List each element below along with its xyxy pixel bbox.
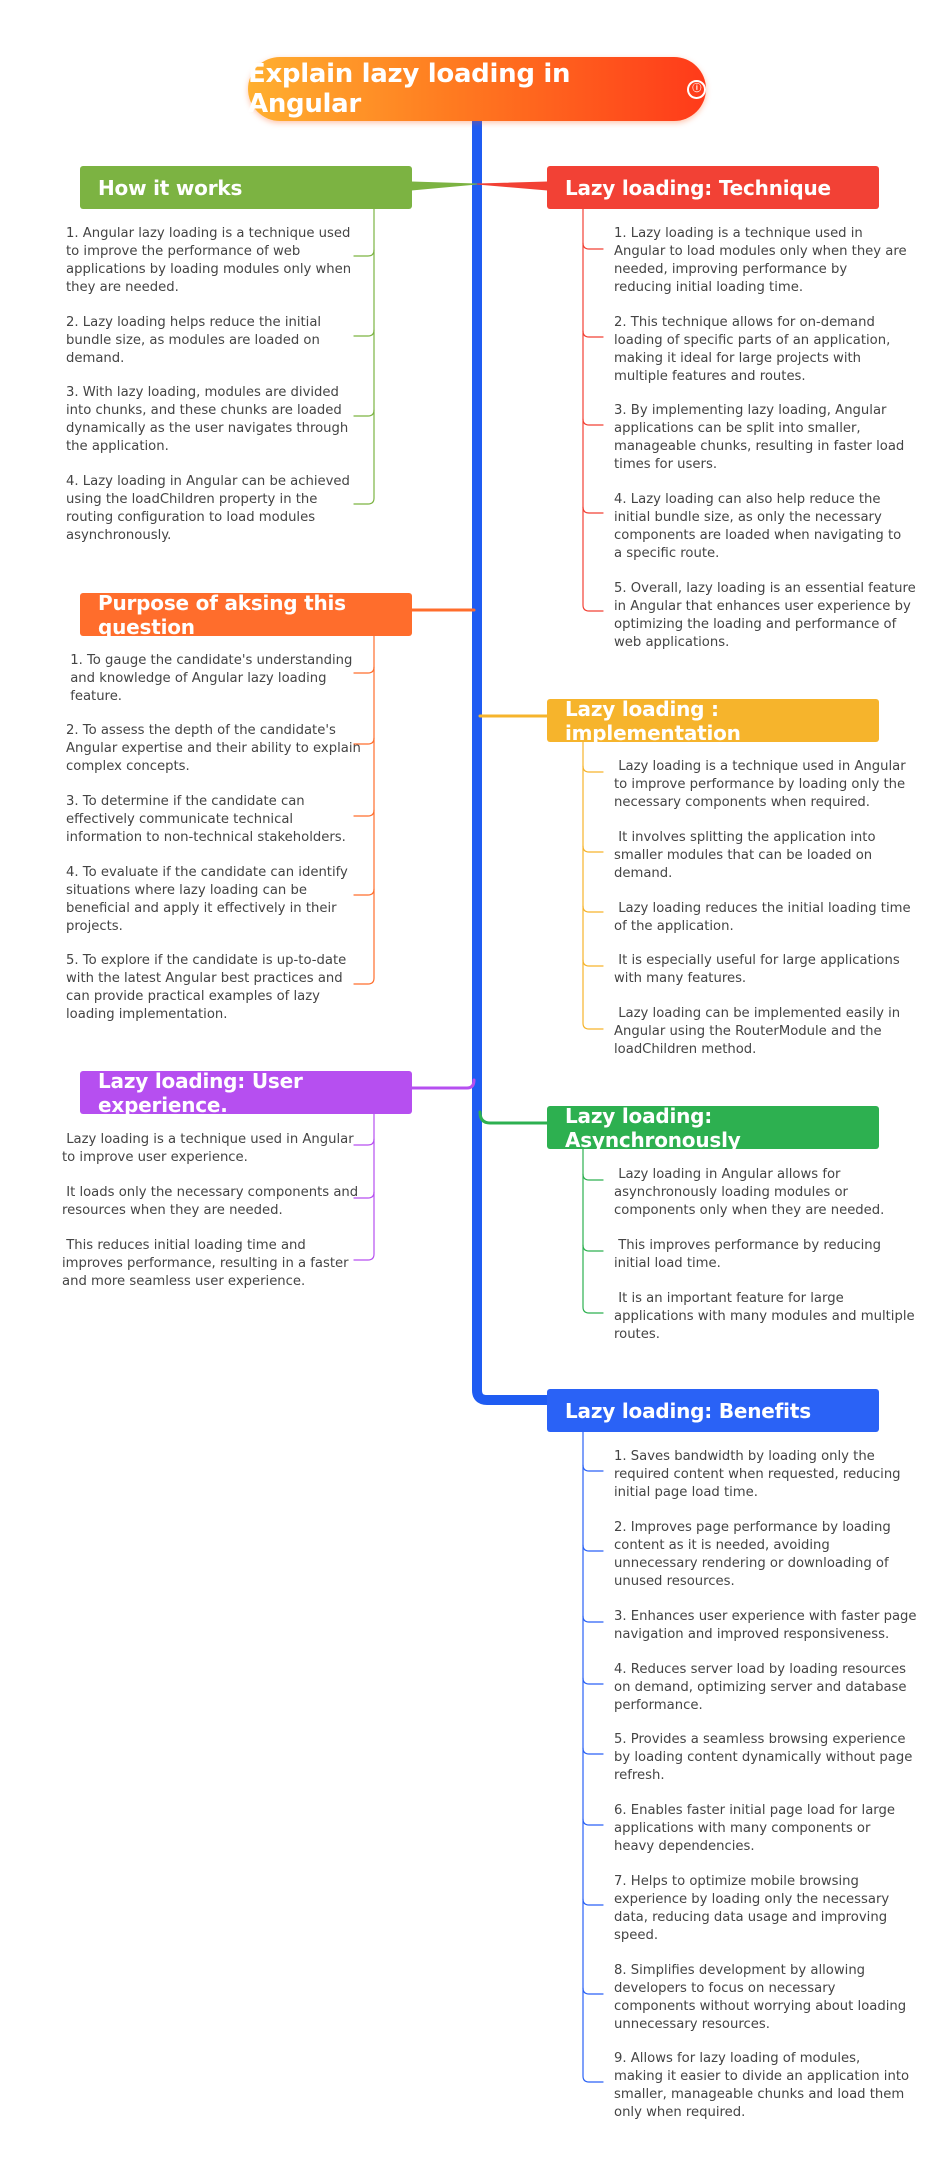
async-tree-twig [582,1244,604,1252]
benefits-item-2: 2. Improves page performance by loading … [614,1520,891,1589]
benefits-tree-twig [582,1615,604,1623]
async-item-3: It is an important feature for large app… [614,1291,915,1342]
implementation-tree-twig [582,959,604,967]
benefits-item-1: 1. Saves bandwidth by loading only the r… [614,1449,901,1500]
technique-item-2: 2. This technique allows for on-demand l… [614,315,891,384]
topic-label: Lazy loading: Asynchronously [565,1103,741,1152]
technique-tree-trunk [582,208,604,612]
benefits-item-4: 4. Reduces server load by loading resour… [614,1662,907,1713]
topic-asynchronously[interactable]: Lazy loading: Asynchronously [547,1103,879,1152]
topic-benefits[interactable]: Lazy loading: Benefits [547,1389,879,1432]
benefits-tree-trunk [582,1431,604,2083]
technique-item-3: 3. By implementing lazy loading, Angular… [614,403,905,472]
ux-tree-twig [353,1138,375,1146]
topic-user-experience[interactable]: Lazy loading: User experience. [80,1068,412,1117]
implementation-tree-twig [582,845,604,853]
topic-label: Lazy loading: User experience. [98,1068,303,1117]
benefits-item-5: 5. Provides a seamless browsing experien… [614,1732,913,1783]
branch-async [478,1110,549,1125]
technique-tree-twig [582,418,604,426]
technique-item-4: 4. Lazy loading can also help reduce the… [614,492,902,561]
spine-line [472,116,552,1405]
ux-tree-trunk [353,1113,375,1261]
implementation-item-4: It is especially useful for large applic… [614,953,900,986]
benefits-tree-twig [582,1818,604,1826]
branch-technique [476,181,548,191]
how-item-4: 4. Lazy loading in Angular can be achiev… [66,474,350,543]
how-tree-twig [353,249,375,257]
ux-item-3: This reduces initial loading time and im… [62,1238,349,1289]
benefits-item-6: 6. Enables faster initial page load for … [614,1803,895,1854]
technique-tree-twig [582,242,604,250]
purpose-item-3: 3. To determine if the candidate can eff… [66,794,346,845]
branch-how [411,181,478,191]
async-item-2: This improves performance by reducing in… [614,1238,882,1271]
ux-item-2: It loads only the necessary components a… [62,1185,359,1218]
purpose-tree-twig [353,809,375,817]
topic-label: Lazy loading: Benefits [565,1398,811,1423]
purpose-item-5: 5. To explore if the candidate is up-to-… [66,953,347,1022]
benefits-tree-twig [582,1987,604,1995]
how-item-1: 1. Angular lazy loading is a technique u… [66,226,352,295]
how-tree-twig [353,409,375,417]
benefits-tree-twig [582,1898,604,1906]
benefits-item-8: 8. Simplifies development by allowing de… [614,1963,907,2032]
benefits-item-9: 9. Allows for lazy loading of modules, m… [614,2051,910,2120]
topic-purpose[interactable]: Purpose of aksing this question [80,590,412,639]
how-item-3: 3. With lazy loading, modules are divide… [66,385,349,454]
benefits-tree-twig [582,1464,604,1472]
topic-label: Lazy loading: Technique [565,175,831,200]
implementation-item-5: Lazy loading can be implemented easily i… [614,1006,901,1057]
how-tree-trunk [353,208,375,505]
purpose-tree-twig [353,888,375,896]
purpose-tree-twig [353,737,375,745]
async-tree-trunk [582,1148,604,1314]
central-topic[interactable]: Explain lazy loading in Angular ⓘ [248,57,706,121]
topic-label: Lazy loading : implementation [565,696,741,745]
info-icon: ⓘ [687,79,706,99]
technique-item-1: 1. Lazy loading is a technique used in A… [614,226,907,295]
purpose-item-1: 1. To gauge the candidate's understandin… [70,653,353,704]
topic-label: How it works [98,175,243,200]
async-tree-twig [582,1173,604,1181]
technique-tree-twig [582,506,604,514]
benefits-tree-twig [582,1544,604,1552]
purpose-tree-trunk [353,635,375,985]
implementation-tree-twig [582,905,604,913]
technique-tree-twig [582,330,604,338]
branch-ux [410,1078,476,1090]
benefits-tree-twig [582,1747,604,1755]
topic-how-it-works[interactable]: How it works [80,166,412,209]
how-tree-twig [353,329,375,337]
benefits-tree-twig [582,1677,604,1685]
central-topic-label: Explain lazy loading in Angular [248,59,571,119]
implementation-tree-trunk [582,741,604,1030]
ux-item-1: Lazy loading is a technique used in Angu… [62,1132,354,1165]
implementation-item-3: Lazy loading reduces the initial loading… [614,901,911,934]
async-item-1: Lazy loading in Angular allows for async… [614,1167,885,1218]
topic-label: Purpose of aksing this question [98,590,346,639]
implementation-item-2: It involves splitting the application in… [614,830,876,881]
topic-technique[interactable]: Lazy loading: Technique [547,166,879,209]
ux-tree-twig [353,1191,375,1199]
technique-item-5: 5. Overall, lazy loading is an essential… [614,581,916,650]
purpose-tree-twig [353,666,375,674]
how-item-2: 2. Lazy loading helps reduce the initial… [66,315,322,366]
benefits-item-7: 7. Helps to optimize mobile browsing exp… [614,1874,890,1943]
implementation-item-1: Lazy loading is a technique used in Angu… [614,759,906,810]
purpose-item-2: 2. To assess the depth of the candidate'… [66,723,361,774]
purpose-item-4: 4. To evaluate if the candidate can iden… [66,865,348,934]
implementation-tree-twig [582,765,604,773]
benefits-item-3: 3. Enhances user experience with faster … [614,1609,917,1642]
topic-implementation[interactable]: Lazy loading : implementation [547,696,879,745]
